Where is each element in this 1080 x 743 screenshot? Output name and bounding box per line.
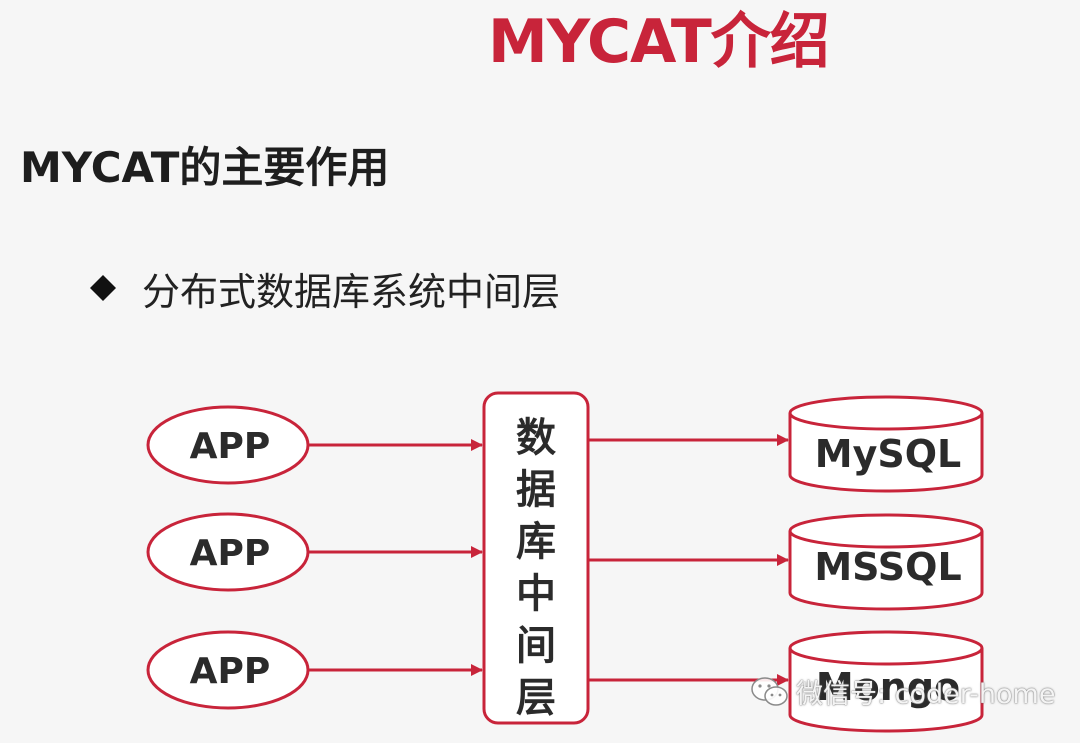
- watermark-text: 微信号: coder-home: [796, 679, 1056, 710]
- middleware-char: 中: [516, 571, 556, 617]
- middleware-char: 层: [516, 675, 556, 721]
- bullet-text: 分布式数据库系统中间层: [142, 269, 561, 314]
- middleware-char: 据: [516, 467, 556, 513]
- app-label: APP: [190, 651, 271, 692]
- database-node: MSSQL: [788, 513, 984, 611]
- app-node: APP: [146, 405, 310, 485]
- app-node: APP: [146, 512, 310, 592]
- app-label: APP: [190, 426, 271, 467]
- wechat-icon: [751, 676, 788, 706]
- app-label: APP: [190, 533, 271, 574]
- middleware-char: 库: [516, 519, 556, 565]
- database-node: MySQL: [788, 395, 984, 493]
- section-heading: MYCAT的主要作用: [20, 143, 390, 192]
- database-label: MySQL: [815, 432, 961, 476]
- diamond-bullet-icon: [90, 275, 116, 301]
- middleware-node: 数 据 库 中 间 层: [482, 391, 590, 725]
- database-node: Mongo: [788, 630, 984, 733]
- middleware-char: 数: [516, 415, 556, 461]
- middleware-char: 间: [516, 623, 556, 669]
- app-node: APP: [146, 630, 310, 710]
- database-label: MSSQL: [814, 545, 961, 589]
- watermark: 微信号: coder-home: [750, 672, 1055, 711]
- bullet-item: 分布式数据库系统中间层: [88, 258, 560, 318]
- database-label: Mongo: [816, 665, 960, 709]
- slide-title: MYCAT介绍: [488, 7, 830, 77]
